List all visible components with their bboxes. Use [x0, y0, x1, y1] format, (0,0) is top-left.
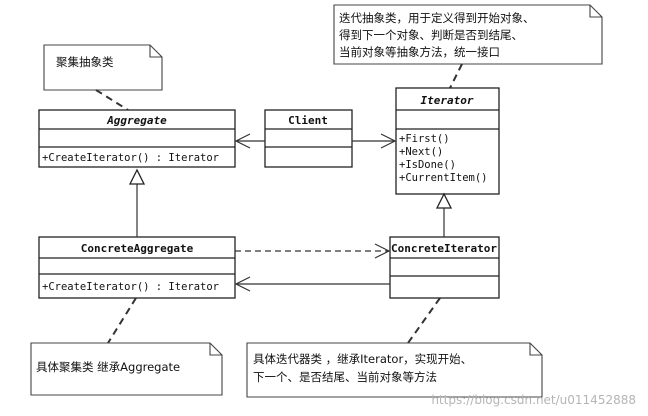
client-class-name: Client — [288, 114, 328, 127]
concrete-aggregate-inherits-aggregate — [128, 168, 146, 237]
concrete-iterator-note: 具体迭代器类 ，继承Iterator，实现开始、 下一个、是否结尾、当前对象等方… — [246, 342, 543, 398]
iterator-class-name: Iterator — [421, 94, 474, 107]
concrete-iterator-note-connector — [407, 297, 441, 344]
concrete-aggregate-class-name: ConcreteAggregate — [81, 242, 194, 255]
concrete-aggregate-note: 具体聚集类 继承Aggregate — [30, 342, 223, 396]
concrete-iterator-class-name: ConcreteIterator — [391, 242, 497, 255]
aggregate-note-line-1: 聚集抽象类 — [56, 55, 114, 69]
iterator-method-first: +First() — [399, 133, 450, 145]
concrete-iterator-inherits-iterator — [435, 192, 453, 237]
concrete-iterator-to-concrete-aggregate — [234, 276, 390, 292]
concrete-iterator-note-line-2: 下一个、是否结尾、当前对象等方法 — [253, 370, 437, 384]
concrete-aggregate-method-create-iterator: +CreateIterator() : Iterator — [42, 281, 219, 293]
aggregate-class[interactable]: Aggregate +CreateIterator() : Iterator — [38, 109, 236, 168]
concrete-aggregate-note-line-1: 具体聚集类 继承Aggregate — [36, 360, 180, 374]
aggregate-method-create-iterator: +CreateIterator() : Iterator — [42, 152, 219, 164]
concrete-iterator-note-line-1: 具体迭代器类 ，继承Iterator，实现开始、 — [253, 352, 472, 366]
aggregate-note-connector — [95, 89, 129, 111]
aggregate-note: 聚集抽象类 — [43, 44, 163, 91]
iterator-method-isdone: +IsDone() — [399, 159, 456, 171]
client-class[interactable]: Client — [264, 109, 353, 168]
concrete-iterator-class[interactable]: ConcreteIterator — [389, 236, 500, 299]
concrete-aggregate-note-connector — [107, 297, 137, 344]
concrete-aggregate-creates-concrete-iterator — [235, 243, 391, 259]
iterator-method-currentitem: +CurrentItem() — [399, 172, 488, 184]
iterator-note-connector — [449, 63, 463, 89]
aggregate-class-name: Aggregate — [106, 114, 167, 127]
iterator-note-line-3: 当前对象等抽象方法，统一接口 — [339, 45, 500, 59]
client-to-iterator-association — [352, 133, 397, 149]
client-to-aggregate-association — [234, 133, 265, 149]
concrete-aggregate-class[interactable]: ConcreteAggregate +CreateIterator() : It… — [38, 236, 236, 299]
iterator-note-line-2: 得到下一个对象、判断是否到结尾、 — [339, 28, 523, 42]
iterator-class[interactable]: Iterator +First() +Next() +IsDone() +Cur… — [395, 87, 500, 195]
watermark-url: https://blog.csdn.net/u011452888 — [431, 393, 636, 407]
iterator-note-line-1: 迭代抽象类，用于定义得到开始对象、 — [339, 11, 535, 25]
iterator-method-next: +Next() — [399, 146, 443, 158]
iterator-note: 迭代抽象类，用于定义得到开始对象、 得到下一个对象、判断是否到结尾、 当前对象等… — [333, 4, 603, 65]
